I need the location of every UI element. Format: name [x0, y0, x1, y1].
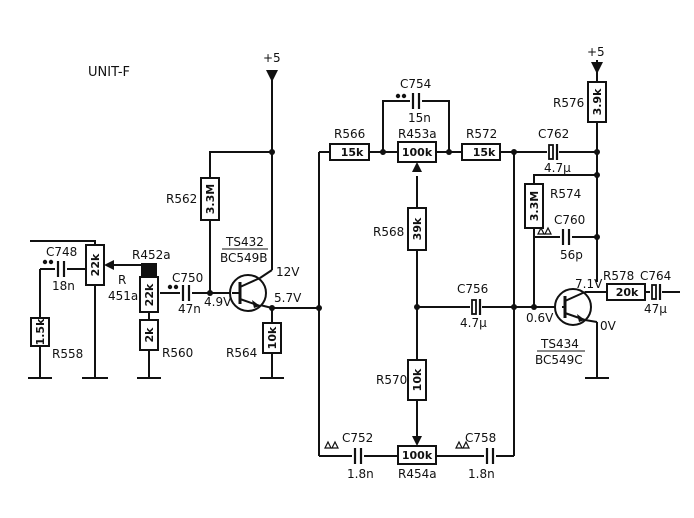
voltage-ts432-emitter: 5.7V	[274, 291, 302, 305]
voltage-ts434-emitter: 0V	[600, 319, 617, 333]
voltage-labels: 4.9V 12V 5.7V 7.1V 0.6V 0V	[204, 265, 617, 333]
capacitor-c762: C762 4.7µ	[538, 127, 571, 175]
svg-text:56p: 56p	[560, 248, 583, 262]
resistor-r572: 15k R572	[461, 127, 501, 161]
svg-text:TS432: TS432	[225, 235, 264, 249]
svg-text:47µ: 47µ	[644, 302, 667, 316]
capacitor-c750: C750 47n	[167, 271, 203, 316]
voltage-ts434-collector: 7.1V	[575, 277, 603, 291]
resistor-r574: 3.3M R574	[524, 183, 581, 229]
svg-text:R: R	[118, 273, 126, 287]
svg-text:C748: C748	[46, 245, 77, 259]
svg-text:C756: C756	[457, 282, 488, 296]
resistor-r576: 3.9k R576	[553, 81, 607, 123]
capacitor-c754: C754 15n	[395, 77, 431, 125]
svg-text:22k: 22k	[89, 253, 102, 276]
svg-text:BC549C: BC549C	[535, 353, 583, 367]
svg-text:1.8n: 1.8n	[468, 467, 495, 481]
svg-text:R558: R558	[52, 347, 83, 361]
supply-right: +5	[587, 45, 605, 74]
junction-dots	[207, 149, 600, 311]
svg-text:R454a: R454a	[398, 467, 437, 481]
svg-text:R452a: R452a	[132, 248, 171, 262]
svg-text:R570: R570	[376, 373, 407, 387]
svg-text:R453a: R453a	[398, 127, 437, 141]
resistor-r562: 3.3M R562	[166, 177, 220, 221]
resistor-r578: 20k R578	[603, 269, 646, 301]
svg-text:20k: 20k	[616, 286, 639, 299]
svg-text:R572: R572	[466, 127, 497, 141]
svg-text:18n: 18n	[52, 279, 75, 293]
resistor-r451a: 22k R 451a	[85, 244, 138, 303]
svg-text:4.7µ: 4.7µ	[460, 316, 487, 330]
supply-left: +5	[263, 51, 281, 82]
resistor-r568: 39k R568	[373, 207, 427, 251]
resistor-r454a: 100k R454a	[397, 436, 437, 481]
svg-text:1.8n: 1.8n	[347, 467, 374, 481]
unit-label: UNIT-F	[88, 65, 130, 80]
voltage-ts432-collector: 12V	[276, 265, 300, 279]
resistor-r566: 15k R566	[329, 127, 370, 161]
svg-text:15k: 15k	[341, 146, 364, 159]
svg-text:R560: R560	[162, 346, 193, 360]
capacitor-c758: C758 1.8n	[455, 431, 496, 481]
transistor-ts434: TS434 BC549C	[535, 288, 598, 367]
svg-text:R574: R574	[550, 187, 581, 201]
resistor-r453a: 100k R453a	[397, 127, 437, 172]
svg-text:BC549B: BC549B	[220, 251, 268, 265]
resistor-r570: 10k R570	[376, 359, 427, 401]
svg-text:1.5k: 1.5k	[34, 318, 47, 345]
supply-right-label: +5	[587, 45, 605, 59]
svg-text:4.7µ: 4.7µ	[544, 161, 571, 175]
capacitor-c756: C756 4.7µ	[457, 282, 488, 330]
svg-text:15n: 15n	[408, 111, 431, 125]
svg-text:C750: C750	[172, 271, 203, 285]
svg-text:TS434: TS434	[540, 337, 579, 351]
voltage-ts432-base: 4.9V	[204, 295, 232, 309]
svg-text:10k: 10k	[266, 326, 279, 349]
resistor-r452a: 22k R452a	[132, 248, 171, 313]
svg-text:3.3M: 3.3M	[528, 191, 541, 221]
svg-text:C758: C758	[465, 431, 496, 445]
svg-text:100k: 100k	[402, 449, 433, 462]
svg-text:C752: C752	[342, 431, 373, 445]
svg-text:R562: R562	[166, 192, 197, 206]
capacitor-c752: C752 1.8n	[324, 431, 374, 481]
svg-text:22k: 22k	[143, 283, 156, 306]
resistor-r564: 10k R564	[226, 322, 282, 360]
svg-text:100k: 100k	[402, 146, 433, 159]
transistor-ts432: TS432 BC549B	[220, 235, 273, 312]
svg-text:R564: R564	[226, 346, 257, 360]
svg-text:451a: 451a	[108, 289, 138, 303]
svg-text:C760: C760	[554, 213, 585, 227]
svg-text:C762: C762	[538, 127, 569, 141]
svg-text:R576: R576	[553, 96, 584, 110]
resistor-r558: 1.5k R558	[30, 317, 83, 361]
svg-text:47n: 47n	[178, 302, 201, 316]
supply-left-label: +5	[263, 51, 281, 65]
svg-text:C764: C764	[640, 269, 671, 283]
capacitor-c764: C764 47µ	[640, 269, 671, 316]
svg-text:3.9k: 3.9k	[591, 88, 604, 115]
svg-text:3.3M: 3.3M	[204, 184, 217, 214]
resistor-r560: 2k R560	[139, 319, 193, 360]
capacitor-c760: C760 56p	[537, 213, 585, 262]
svg-text:39k: 39k	[411, 217, 424, 240]
svg-text:R568: R568	[373, 225, 404, 239]
svg-text:10k: 10k	[411, 368, 424, 391]
svg-text:15k: 15k	[473, 146, 496, 159]
svg-text:R566: R566	[334, 127, 365, 141]
svg-text:C754: C754	[400, 77, 431, 91]
voltage-ts434-base: 0.6V	[526, 311, 554, 325]
svg-text:R578: R578	[603, 269, 634, 283]
capacitor-c748: C748 18n	[42, 245, 77, 293]
svg-text:2k: 2k	[143, 327, 156, 343]
